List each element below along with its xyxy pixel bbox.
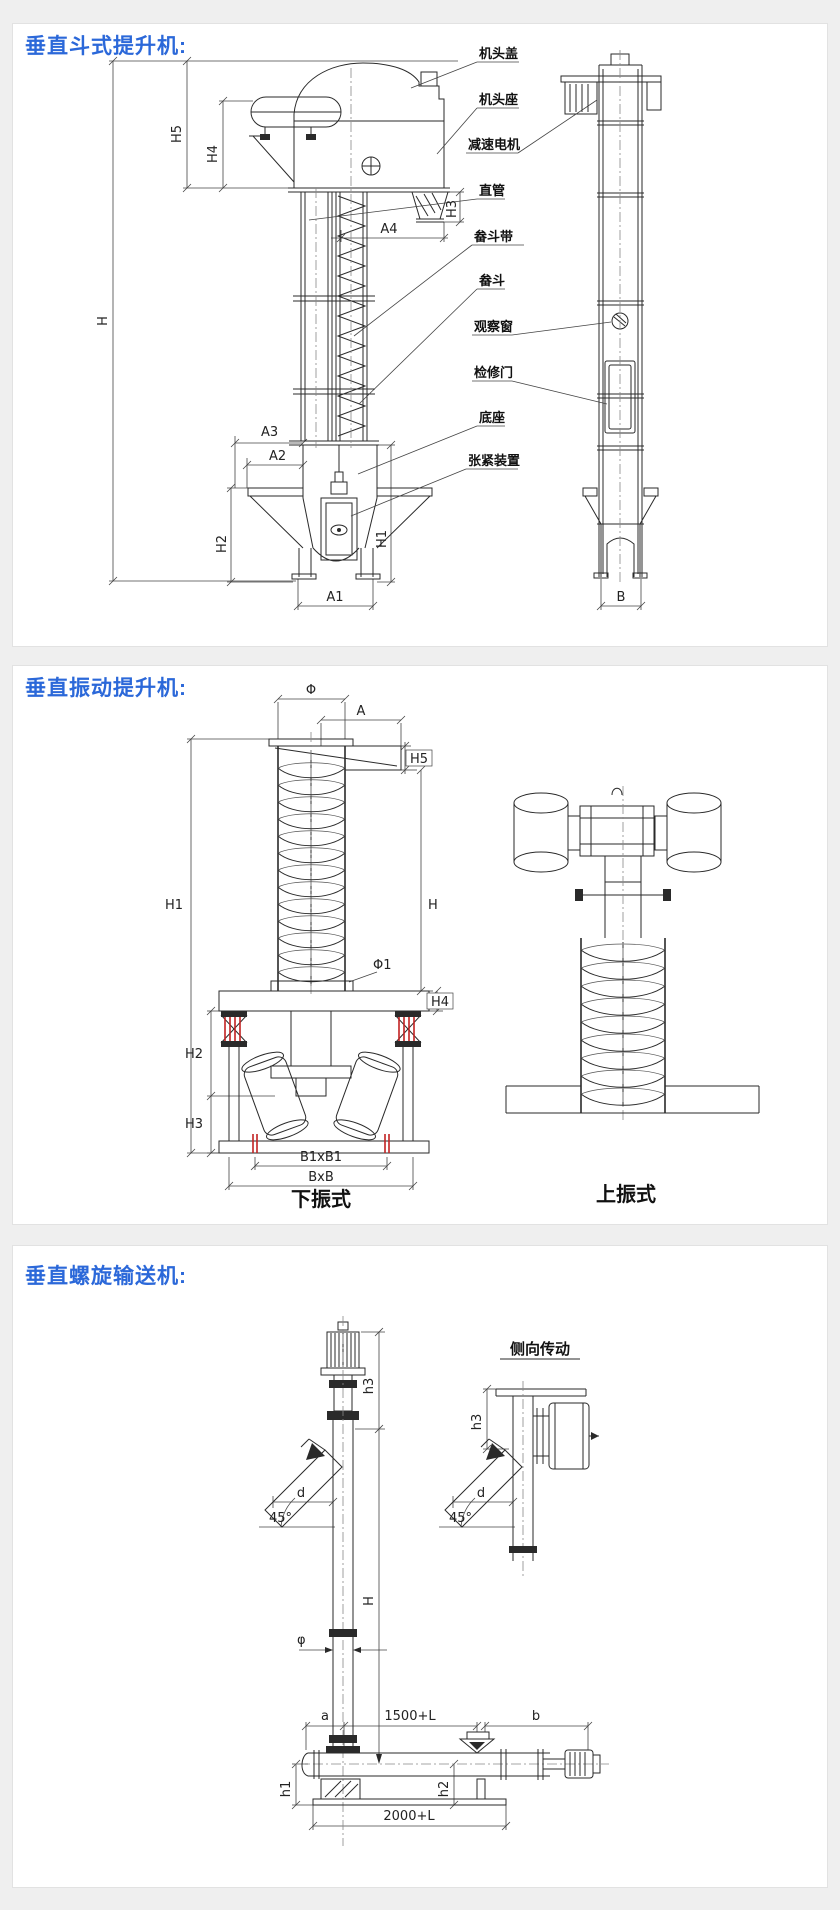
dim-1500L: 1500+L: [384, 1709, 436, 1724]
dim-H4: H4: [206, 145, 221, 163]
label-head-cover: 机头盖: [479, 46, 518, 61]
section1-title: 垂直斗式提升机:: [25, 35, 187, 58]
dim-H2: H2: [185, 1047, 203, 1062]
screw-conveyor-drawing: 侧向传动 h3 H φ d 45° a 1500+L b h1 h2 2000+…: [259, 1316, 609, 1846]
dim-H3: H3: [185, 1117, 203, 1132]
dim-d-right: d: [477, 1486, 485, 1501]
label-head-seat: 机头座: [479, 92, 518, 107]
dim-B1xB1: B1xB1: [300, 1150, 342, 1165]
dim-h1: h1: [279, 1781, 294, 1798]
s2-dimension-lines: [186, 694, 443, 1191]
dim-h2: h2: [437, 1781, 452, 1798]
label-straight-pipe: 直管: [479, 183, 505, 198]
s3-side-drive-view: [444, 1381, 599, 1576]
label-bucket-belt: 畚斗带: [473, 229, 513, 244]
label-base: 底座: [479, 410, 505, 425]
section-vibration-elevator: 垂直振动提升机:: [12, 665, 828, 1225]
label-side-drive: 侧向传动: [510, 1340, 570, 1358]
dim-A: A: [357, 704, 366, 719]
s1-part-labels: 机头盖 机头座 减速电机 直管 畚斗带 畚斗 观察窗 检修门 底座 张紧装置: [308, 46, 612, 517]
dim-2000L: 2000+L: [383, 1809, 435, 1824]
dim-B: B: [617, 590, 626, 605]
section2-title: 垂直振动提升机:: [25, 677, 187, 700]
s1-side-view: [560, 50, 662, 584]
dim-A2: A2: [269, 449, 286, 464]
dim-45-left: 45°: [269, 1511, 292, 1526]
dim-a: a: [321, 1709, 329, 1724]
dim-H3: H3: [445, 200, 460, 218]
bucket-elevator-drawing: 机头盖 机头座 减速电机 直管 畚斗带 畚斗 观察窗 检修门 底座 张紧装置 H…: [96, 46, 662, 611]
s2-top-vibration-view: [505, 786, 760, 1121]
label-access-door: 检修门: [474, 365, 513, 380]
dim-H: H: [96, 316, 111, 326]
section3-title: 垂直螺旋输送机:: [25, 1265, 187, 1288]
dim-H2: H2: [215, 535, 230, 553]
label-gear-motor: 减速电机: [468, 137, 520, 152]
s1-front-view: [247, 62, 450, 580]
s3-top-drive-view: [264, 1316, 609, 1846]
section-bucket-elevator: 垂直斗式提升机:: [12, 23, 828, 647]
s1-dimension-lines: [108, 56, 646, 611]
section-screw-conveyor: 垂直螺旋输送机:: [12, 1245, 828, 1888]
dim-H4: H4: [431, 995, 449, 1010]
dim-A4: A4: [380, 222, 397, 237]
dim-H: H: [362, 1596, 377, 1606]
dim-phi: φ: [297, 1633, 306, 1648]
dim-phi1: Φ1: [373, 958, 392, 973]
s3-dimension-lines: [259, 1327, 593, 1831]
s1-dim-labels: H H5 H4 H3 A4 A3 A2 H2 H1 A1 B: [96, 125, 625, 605]
dim-b: b: [532, 1709, 540, 1724]
dim-H5: H5: [170, 125, 185, 143]
dim-A1: A1: [326, 590, 343, 605]
dim-phi: Φ: [306, 683, 316, 698]
dim-BxB: BxB: [308, 1170, 334, 1185]
s3-labels: 侧向传动 h3 H φ d 45° a 1500+L b h1 h2 2000+…: [269, 1340, 580, 1824]
dim-h3-left: h3: [362, 1378, 377, 1395]
caption-top-vibration: 上振式: [596, 1183, 656, 1206]
dim-H5: H5: [410, 752, 428, 767]
s2-isolation-springs: [224, 1017, 415, 1153]
dim-H1: H1: [165, 898, 183, 913]
label-bucket: 畚斗: [478, 273, 505, 288]
dim-H: H: [428, 898, 438, 913]
label-tensioner: 张紧装置: [468, 453, 520, 468]
caption-bottom-vibration: 下振式: [291, 1188, 351, 1211]
s2-dim-labels: Φ A H5 H1 H Φ1 H4 H2 H3 B1xB1 BxB: [165, 683, 454, 1185]
dim-h3-right: h3: [470, 1414, 485, 1431]
dim-H1: H1: [375, 530, 390, 548]
dim-A3: A3: [261, 425, 278, 440]
dim-d-left: d: [297, 1486, 305, 1501]
dim-45-right: 45°: [449, 1511, 472, 1526]
vibration-elevator-drawing: Φ A H5 H1 H Φ1 H4 H2 H3 B1xB1 BxB 下振式 上振…: [165, 683, 760, 1211]
label-window: 观察窗: [474, 319, 513, 334]
s2-bottom-vibration-view: [218, 732, 430, 1154]
